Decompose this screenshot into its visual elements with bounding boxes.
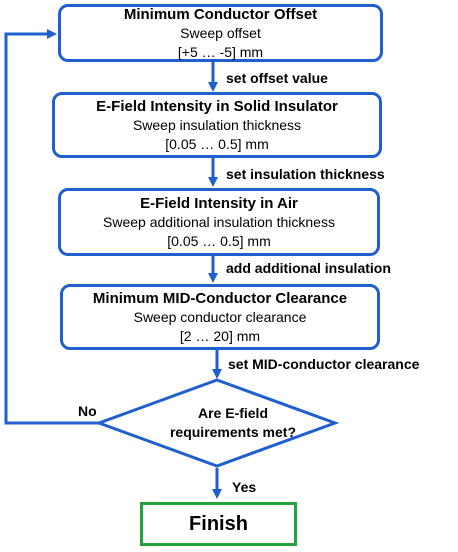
step-min-mid-conductor-clearance: Minimum MID-Conductor Clearance Sweep co… — [60, 284, 380, 350]
step-range: [2 … 20] mm — [179, 327, 261, 344]
decision-line-1: Are E-field — [197, 405, 268, 421]
step-title: E-Field Intensity in Air — [140, 194, 298, 212]
yes-label: Yes — [232, 479, 257, 495]
step-description: Sweep additional insulation thickness — [103, 213, 335, 230]
no-label: No — [78, 403, 97, 419]
decision-diamond — [94, 378, 340, 468]
no-loop-line — [4, 29, 99, 425]
step-description: Sweep insulation thickness — [132, 116, 302, 133]
decision-text: Are E-field requirements met? — [148, 404, 318, 442]
step-minimum-conductor-offset: Minimum Conductor Offset Sweep offset [+… — [58, 4, 383, 62]
decision-line-2: requirements met? — [169, 424, 297, 440]
step-title: Minimum MID-Conductor Clearance — [92, 289, 348, 307]
finish-box: Finish — [140, 502, 297, 546]
step-e-field-air: E-Field Intensity in Air Sweep additiona… — [58, 188, 380, 256]
step-range: [0.05 … 0.5] mm — [167, 232, 271, 249]
step-range: [0.05 … 0.5] mm — [165, 135, 269, 152]
transition-label-set-clearance: set MID-conductor clearance — [228, 356, 420, 372]
step-title: Minimum Conductor Offset — [123, 5, 318, 23]
step-description: Sweep offset — [180, 24, 261, 41]
transition-label-set-insulation: set insulation thickness — [226, 166, 385, 182]
step-title: E-Field Intensity in Solid Insulator — [96, 97, 338, 115]
transition-label-add-insulation: add additional insulation — [226, 260, 391, 276]
step-e-field-solid-insulator: E-Field Intensity in Solid Insulator Swe… — [52, 92, 382, 158]
step-range: [+5 … -5] mm — [177, 43, 264, 60]
step-description: Sweep conductor clearance — [133, 308, 307, 325]
transition-label-set-offset: set offset value — [226, 70, 328, 86]
